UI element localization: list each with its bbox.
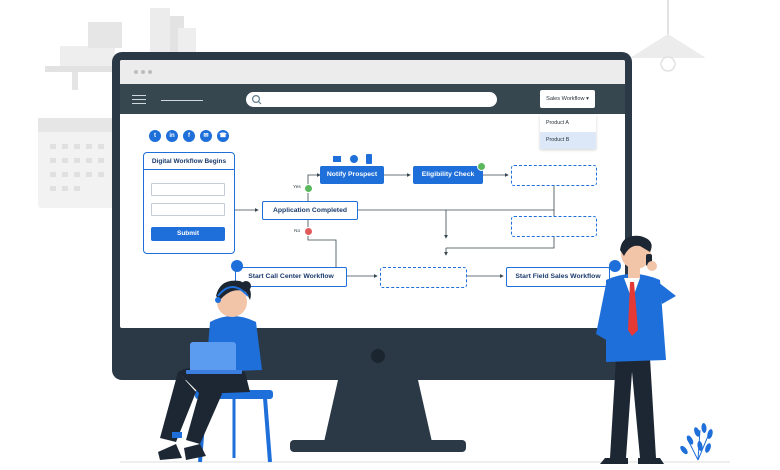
- dropdown-menu: Product A Product B: [540, 115, 596, 149]
- empty-step-node-1[interactable]: [511, 165, 597, 186]
- bell-icon-right[interactable]: [609, 260, 621, 272]
- call-center-node[interactable]: Start Call Center Workflow: [235, 267, 347, 287]
- workflow-dropdown[interactable]: Sales Workflow ▾: [540, 90, 595, 108]
- menu-item-product-a[interactable]: Product A: [546, 120, 569, 126]
- mail-icon: [333, 156, 341, 162]
- submit-button[interactable]: Submit: [151, 227, 225, 241]
- window-dots: [134, 70, 152, 74]
- header-line: [161, 100, 203, 101]
- no-label: No: [294, 229, 301, 234]
- form-divider: [144, 169, 234, 170]
- phone-icon[interactable]: ☎: [217, 130, 229, 142]
- facebook-icon[interactable]: f: [183, 130, 195, 142]
- yes-branch-dot: [304, 184, 313, 193]
- search-icon: [251, 94, 262, 105]
- bell-icon[interactable]: [231, 260, 243, 272]
- workflow-connectors: [235, 173, 555, 278]
- app-screen: Sales Workflow ▾ Product A Product B t i…: [120, 60, 625, 328]
- notify-channel-icons: [333, 154, 372, 164]
- browser-chrome: [120, 60, 625, 84]
- yes-label: Yes: [293, 185, 301, 190]
- whatsapp-icon: [350, 155, 358, 163]
- notify-prospect-node[interactable]: Notify Prospect: [320, 166, 384, 184]
- field-sales-node[interactable]: Start Field Sales Workflow: [506, 267, 610, 287]
- lead-form: Digital Workflow Begins Submit: [143, 152, 235, 254]
- empty-step-node-2[interactable]: [511, 216, 597, 237]
- app-header: Sales Workflow ▾: [120, 84, 625, 114]
- empty-step-node-3[interactable]: [380, 267, 467, 288]
- form-title: Digital Workflow Begins: [151, 158, 227, 165]
- menu-item-product-b[interactable]: Product B: [540, 132, 596, 149]
- email-icon[interactable]: ✉: [200, 130, 212, 142]
- application-completed-node[interactable]: Application Completed: [262, 201, 358, 220]
- form-field-2[interactable]: [151, 203, 225, 216]
- eligibility-check-node[interactable]: Eligibility Check: [413, 166, 483, 184]
- check-complete-icon: [477, 162, 486, 171]
- linkedin-icon[interactable]: in: [166, 130, 178, 142]
- sms-icon: [366, 154, 372, 164]
- no-branch-dot: [304, 227, 313, 236]
- search-input[interactable]: [246, 92, 497, 107]
- twitter-icon[interactable]: t: [149, 130, 161, 142]
- menu-icon[interactable]: [132, 95, 146, 106]
- form-field-1[interactable]: [151, 183, 225, 196]
